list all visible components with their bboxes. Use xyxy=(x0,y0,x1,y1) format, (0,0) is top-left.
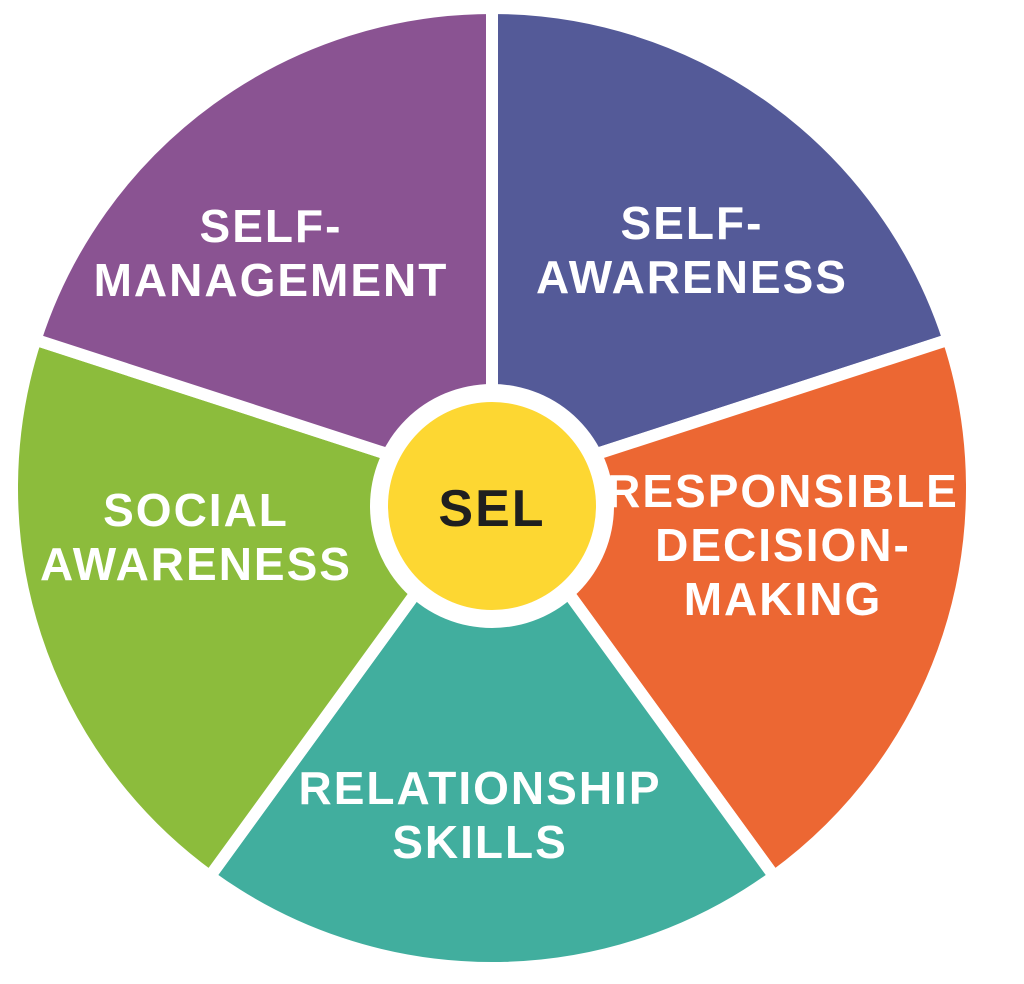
segment-label-line: MANAGEMENT xyxy=(94,254,449,306)
segment-label-line: MAKING xyxy=(684,573,883,625)
center-hub: SEL xyxy=(370,384,614,628)
segment-label-line: RELATIONSHIP xyxy=(298,762,661,814)
segment-responsible-decision-making xyxy=(482,332,978,885)
segment-label-line: RESPONSIBLE xyxy=(607,465,959,517)
segment-label-line: DECISION- xyxy=(655,519,911,571)
segment-social-awareness xyxy=(6,332,502,885)
segments-layer xyxy=(6,1,978,974)
segment-label-line: SELF- xyxy=(621,197,764,249)
segment-self-management xyxy=(27,1,498,497)
segment-label-self-awareness: SELF-AWARENESS xyxy=(536,197,848,303)
segment-label-line: SOCIAL xyxy=(103,484,289,536)
segment-label-line: SELF- xyxy=(200,200,343,252)
segment-label-line: AWARENESS xyxy=(40,538,352,590)
segment-self-awareness xyxy=(486,1,957,497)
center-label: SEL xyxy=(438,480,545,538)
segment-label-line: SKILLS xyxy=(392,816,568,868)
center-hub-circle xyxy=(388,402,596,610)
segment-label-self-management: SELF-MANAGEMENT xyxy=(94,200,449,306)
segment-relationship-skills xyxy=(201,477,783,974)
segment-label-line: AWARENESS xyxy=(536,251,848,303)
